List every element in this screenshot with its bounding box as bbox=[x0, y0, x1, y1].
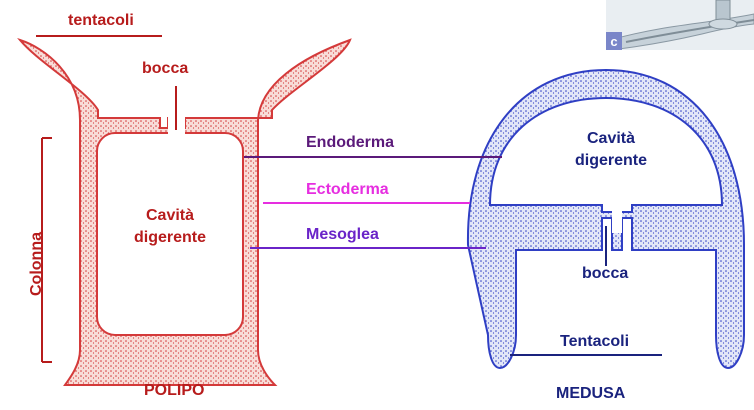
medusa-tentacles-label: Tentacoli bbox=[560, 333, 629, 351]
polyp-cavity-label-1: Cavità bbox=[110, 207, 230, 225]
medusa-mouth-opening bbox=[612, 203, 622, 233]
medusa-mouth-label: bocca bbox=[582, 265, 628, 283]
polyp-tentacles-label: tentacoli bbox=[68, 12, 134, 30]
corner-thumbnail: c bbox=[606, 0, 754, 50]
column-label: Colonna bbox=[28, 232, 46, 296]
polyp-mouth-label: bocca bbox=[142, 60, 188, 78]
polyp-title: POLIPO bbox=[144, 382, 204, 400]
medusa-cavity-label-2: digerente bbox=[556, 152, 666, 170]
thumbnail-badge-letter: c bbox=[610, 34, 617, 49]
medusa-title: MEDUSA bbox=[556, 385, 625, 403]
polyp-cavity-label-2: digerente bbox=[110, 229, 230, 247]
mesoglea-label: Mesoglea bbox=[306, 226, 379, 244]
medusa-cavity-label-1: Cavità bbox=[556, 130, 666, 148]
ectoderm-label: Ectoderma bbox=[306, 181, 389, 199]
endoderm-label: Endoderma bbox=[306, 134, 394, 152]
